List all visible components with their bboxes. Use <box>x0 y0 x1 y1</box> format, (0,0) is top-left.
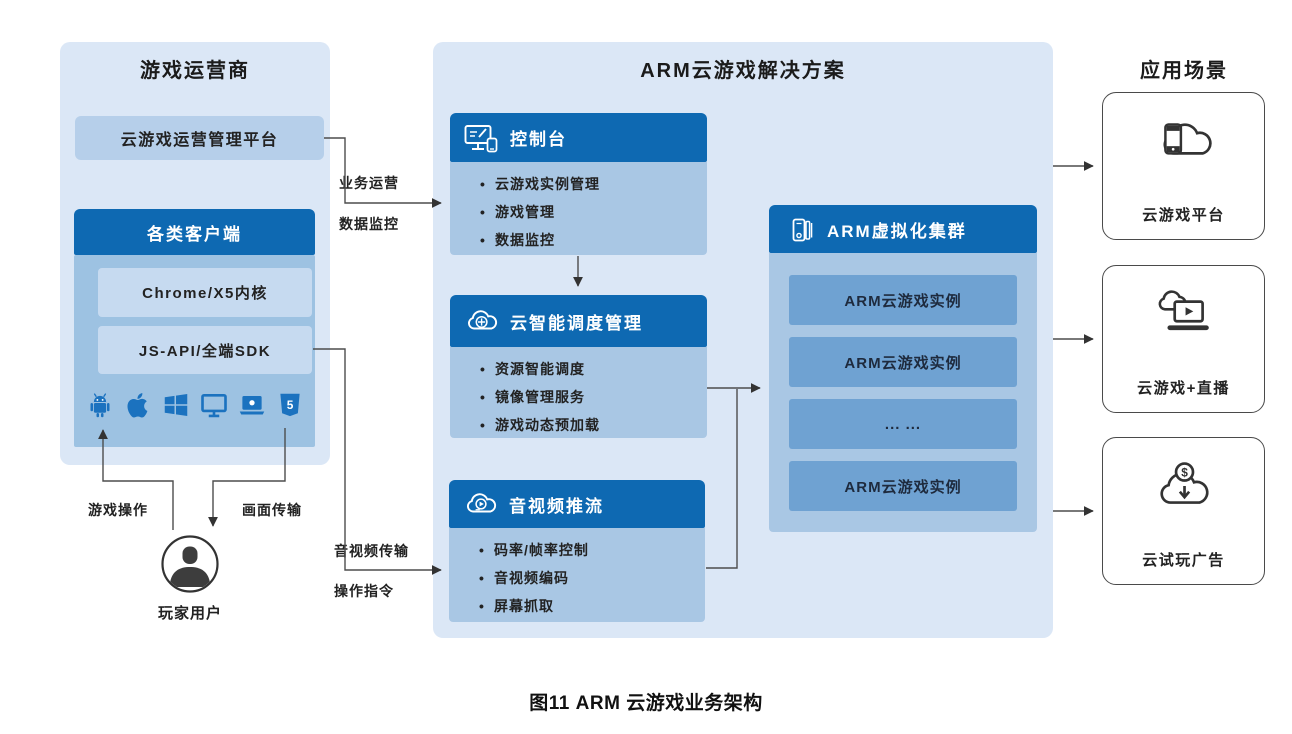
scenario-cloud-game-platform: 云游戏平台 <box>1102 92 1265 240</box>
server-icon <box>792 218 813 242</box>
arm-instance-row-ellipsis: ... ... <box>789 399 1017 449</box>
monitor-icon <box>201 393 227 418</box>
scenario-label: 云游戏+直播 <box>1137 380 1230 397</box>
dollar-glyph: $ <box>1181 465 1188 479</box>
figure-caption: 图11 ARM 云游戏业务架构 <box>529 693 763 714</box>
console-bullet: 云游戏实例管理 <box>480 170 701 198</box>
stream-bullet: 音视频编码 <box>479 564 699 592</box>
schedule-module-header: 云智能调度管理 <box>450 295 707 347</box>
scenarios-title: 应用场景 <box>1140 60 1228 82</box>
schedule-module-body: 资源智能调度 镜像管理服务 游戏动态预加载 <box>450 347 707 439</box>
stream-module-title: 音视频推流 <box>509 496 604 516</box>
schedule-bullet: 游戏动态预加载 <box>480 411 701 439</box>
game-operator-title: 游戏运营商 <box>140 60 250 82</box>
scenario-cloud-trial-ad: $ 云试玩广告 <box>1102 437 1265 585</box>
game-operator-panel: 游戏运营商 云游戏运营管理平台 各类客户端 Chrome/X5内核 JS-API… <box>60 42 330 465</box>
player-user-icon <box>161 535 219 593</box>
chrome-kernel-box: Chrome/X5内核 <box>98 268 312 317</box>
scenario-cloud-game-live: 云游戏+直播 <box>1102 265 1265 413</box>
stream-bullet: 屏幕抓取 <box>479 592 699 620</box>
schedule-bullet: 资源智能调度 <box>480 355 701 383</box>
op-command-label: 操作指令 <box>334 583 394 599</box>
scenario-label: 云试玩广告 <box>1142 552 1225 569</box>
cluster-title: ARM虚拟化集群 <box>827 221 967 241</box>
arm-instance-row: ARM云游戏实例 <box>789 461 1017 511</box>
console-icon <box>464 124 498 152</box>
frame-transfer-flow-label: 画面传输 <box>242 502 302 518</box>
arm-instance-row: ARM云游戏实例 <box>789 337 1017 387</box>
av-transfer-label: 音视频传输 <box>334 543 409 559</box>
player-user-label: 玩家用户 <box>157 605 222 622</box>
apple-icon <box>127 393 148 418</box>
js-api-sdk-box: JS-API/全端SDK <box>98 326 312 374</box>
clients-body: Chrome/X5内核 JS-API/全端SDK <box>74 255 315 447</box>
android-icon <box>90 393 110 418</box>
cloud-game-ops-platform-box: 云游戏运营管理平台 <box>75 116 324 160</box>
data-monitor-label: 数据监控 <box>339 216 399 232</box>
business-ops-label: 业务运营 <box>339 175 399 191</box>
html5-glyph: 5 <box>287 398 294 412</box>
cluster-header: ARM虚拟化集群 <box>769 205 1037 253</box>
clients-header: 各类客户端 <box>74 209 315 255</box>
console-module-header: 控制台 <box>450 113 707 162</box>
phone-cloud-icon <box>1162 123 1212 155</box>
schedule-bullet: 镜像管理服务 <box>480 383 701 411</box>
clients-header-label: 各类客户端 <box>147 224 242 244</box>
mac-laptop-icon <box>239 396 265 415</box>
cloud-schedule-icon <box>468 310 498 330</box>
arm-instance-row: ARM云游戏实例 <box>789 275 1017 325</box>
cluster-body: ARM云游戏实例 ARM云游戏实例 ... ... ARM云游戏实例 <box>769 253 1037 532</box>
console-bullet: 数据监控 <box>480 226 701 254</box>
cloud-live-icon <box>1158 290 1209 331</box>
html5-icon: 5 <box>280 393 300 417</box>
connector-business-ops <box>324 137 442 209</box>
connector-av-transfer <box>313 348 442 576</box>
console-module-body: 云游戏实例管理 游戏管理 数据监控 <box>450 162 707 255</box>
cloud-stream-icon <box>467 493 497 513</box>
arm-solution-title: ARM云游戏解决方案 <box>640 60 846 82</box>
windows-icon <box>164 394 188 416</box>
stream-bullet: 码率/帧率控制 <box>479 536 699 564</box>
scenario-label: 云游戏平台 <box>1142 207 1225 224</box>
console-module-title: 控制台 <box>510 130 567 149</box>
stream-module-body: 码率/帧率控制 音视频编码 屏幕抓取 <box>449 528 705 622</box>
game-ops-flow-label: 游戏操作 <box>88 502 148 518</box>
schedule-module-title: 云智能调度管理 <box>510 313 643 333</box>
platform-icons-row: 5 <box>85 387 305 423</box>
stream-module-header: 音视频推流 <box>449 480 705 528</box>
console-bullet: 游戏管理 <box>480 198 701 226</box>
cloud-ad-icon: $ <box>1159 462 1209 504</box>
